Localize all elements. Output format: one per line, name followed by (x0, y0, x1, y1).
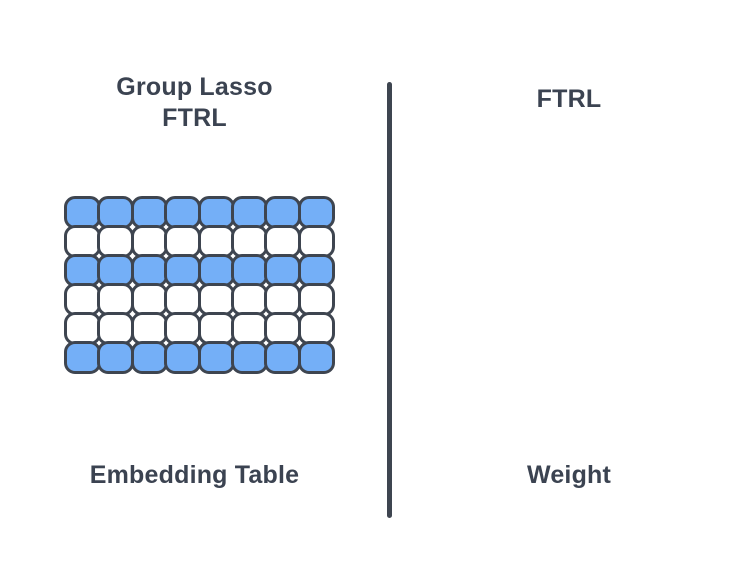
embedding-cell-filled (164, 254, 202, 288)
embedding-cell-filled (97, 341, 135, 375)
left-panel-caption: Embedding Table (89, 461, 300, 489)
embedding-cell-filled (64, 341, 101, 375)
embedding-cell-empty (297, 283, 335, 317)
embedding-grid-row (64, 341, 335, 375)
embedding-cell-empty (164, 312, 202, 346)
left-panel-title: Group Lasso FTRL (116, 73, 273, 132)
right-panel-caption: Weight (526, 461, 612, 489)
embedding-cell-filled (264, 341, 302, 375)
embedding-cell-filled (297, 341, 335, 375)
embedding-cell-filled (231, 341, 268, 375)
embedding-cell-filled (164, 341, 202, 375)
right-panel-title: FTRL (536, 85, 602, 113)
embedding-cell-filled (197, 341, 235, 375)
embedding-cell-filled (297, 196, 335, 230)
right-panel: FTRL Weight (389, 0, 749, 581)
embedding-table-grid (64, 196, 335, 375)
embedding-grid-row (64, 312, 335, 346)
left-panel: Group Lasso FTRL Embedding Table (64, 73, 335, 489)
embedding-cell-filled (97, 196, 135, 230)
embedding-cell-empty (164, 283, 202, 317)
vertical-divider (387, 82, 392, 518)
embedding-cell-filled (130, 341, 168, 375)
